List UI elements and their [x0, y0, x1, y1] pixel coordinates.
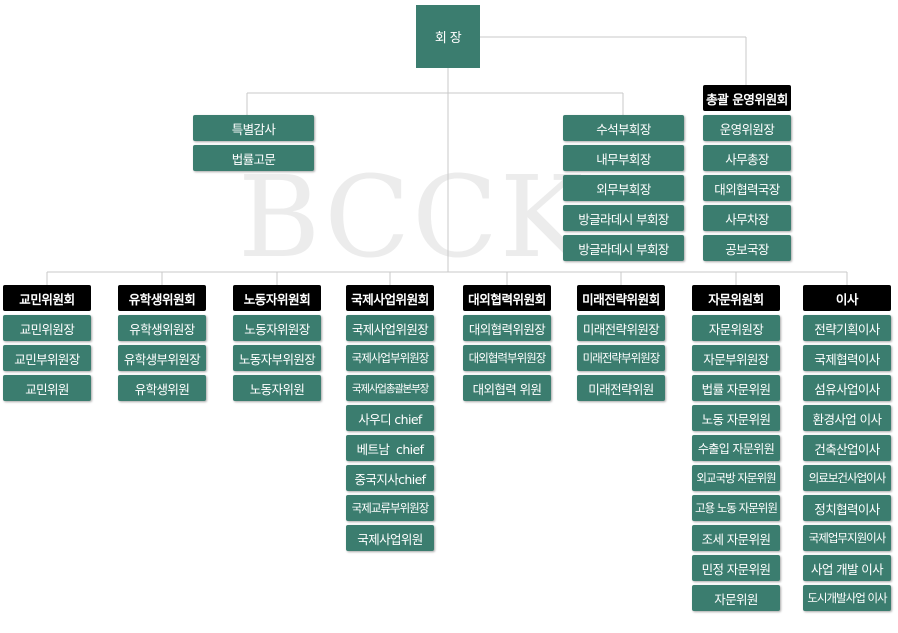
committee-member-box: 유학생부위원장: [118, 345, 206, 371]
committee-header-directors: 이사: [803, 285, 891, 311]
operations-member-box: 공보국장: [703, 235, 791, 261]
committee-member-box: 노동자위원: [233, 375, 321, 401]
operations-member-box: 대외협력국장: [703, 175, 791, 201]
committee-member-box: 사우디 chief: [346, 405, 434, 431]
committee-member-box: 교민위원장: [3, 315, 91, 341]
vice-president-box: 수석부회장: [563, 115, 684, 141]
committee-member-box: 의료보건사업이사: [803, 465, 891, 491]
committee-member-box: 국제사업위원: [346, 525, 434, 551]
committee-header-future-strategy: 미래전략위원회: [577, 285, 665, 311]
committee-member-box: 국제교류부위원장: [346, 495, 434, 521]
committee-member-box: 노동자위원장: [233, 315, 321, 341]
committee-member-box: 정치협력이사: [803, 495, 891, 521]
committee-member-box: 노동자부위원장: [233, 345, 321, 371]
committee-header-international: 국제사업위원회: [346, 285, 434, 311]
committee-header-residents: 교민위원회: [3, 285, 91, 311]
committee-member-box: 미래전략위원: [577, 375, 665, 401]
committee-header-students: 유학생위원회: [118, 285, 206, 311]
committee-member-box: 유학생위원: [118, 375, 206, 401]
committee-member-box: 노동 자문위원: [692, 405, 780, 431]
committee-member-box: 조세 자문위원: [692, 525, 780, 551]
operations-member-box: 운영위원장: [703, 115, 791, 141]
committee-member-box: 미래전략위원장: [577, 315, 665, 341]
watermark: BCCK: [238, 153, 586, 283]
committee-member-box: 환경사업 이사: [803, 405, 891, 431]
committee-member-box: 국제사업위원장: [346, 315, 434, 341]
committee-member-box: 섬유사업이사: [803, 375, 891, 401]
committee-member-box: 도시개발사업 이사: [803, 585, 891, 611]
committee-member-box: 자문위원: [692, 585, 780, 611]
advisor-box-legal: 법률고문: [193, 145, 314, 171]
committee-member-box: 베트남 chief: [346, 435, 434, 461]
committee-header-advisory: 자문위원회: [692, 285, 780, 311]
committee-member-box: 교민위원: [3, 375, 91, 401]
committee-member-box: 국제사업부위원장: [346, 345, 434, 371]
committee-member-box: 전략기획이사: [803, 315, 891, 341]
operations-member-box: 사무차장: [703, 205, 791, 231]
committee-member-box: 자문부위원장: [692, 345, 780, 371]
vice-president-box: 외무부회장: [563, 175, 684, 201]
committee-member-box: 유학생위원장: [118, 315, 206, 341]
vice-president-box: 방글라데시 부회장: [563, 235, 684, 261]
chairman-box: 회 장: [416, 5, 480, 68]
committee-member-box: 법률 자문위원: [692, 375, 780, 401]
operations-committee-header: 총괄 운영위원회: [703, 85, 791, 111]
committee-header-workers: 노동자위원회: [233, 285, 321, 311]
committee-member-box: 수출입 자문위원: [692, 435, 780, 461]
committee-member-box: 외교국방 자문위원: [692, 465, 780, 491]
committee-member-box: 교민부위원장: [3, 345, 91, 371]
committee-member-box: 사업 개발 이사: [803, 555, 891, 581]
committee-member-box: 국제협력이사: [803, 345, 891, 371]
committee-member-box: 미래전략부위원장: [577, 345, 665, 371]
advisor-box-special-audit: 특별감사: [193, 115, 314, 141]
committee-member-box: 대외협력부위원장: [463, 345, 551, 371]
committee-member-box: 자문위원장: [692, 315, 780, 341]
operations-member-box: 사무총장: [703, 145, 791, 171]
committee-member-box: 고용 노동 자문위원: [692, 495, 780, 521]
committee-member-box: 대외협력 위원: [463, 375, 551, 401]
committee-member-box: 중국지사chief: [346, 465, 434, 491]
committee-member-box: 국제사업총괄본부장: [346, 375, 434, 401]
committee-header-external-relations: 대외협력위원회: [463, 285, 551, 311]
committee-member-box: 건축산업이사: [803, 435, 891, 461]
committee-member-box: 민정 자문위원: [692, 555, 780, 581]
committee-member-box: 대외협력위원장: [463, 315, 551, 341]
committee-member-box: 국제업무지원이사: [803, 525, 891, 551]
vice-president-box: 방글라데시 부회장: [563, 205, 684, 231]
vice-president-box: 내무부회장: [563, 145, 684, 171]
